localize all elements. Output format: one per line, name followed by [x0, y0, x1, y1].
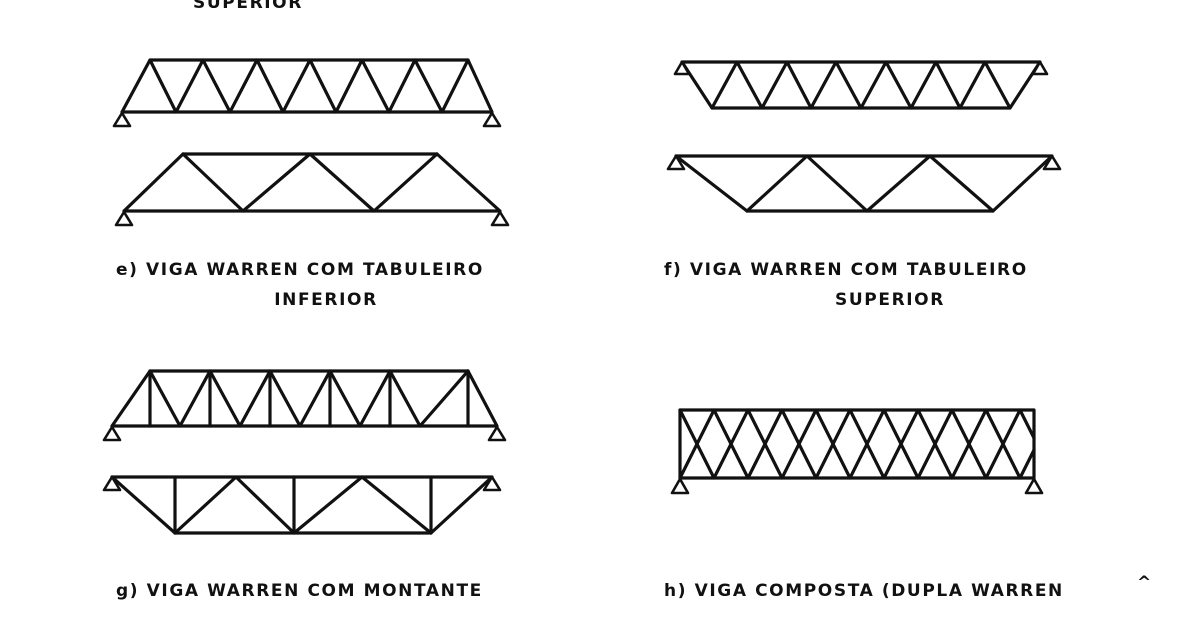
- truss-e-lower: [114, 152, 510, 227]
- pin-support-icon: [1031, 60, 1049, 76]
- pin-support-icon: [673, 60, 691, 76]
- truss-e-lower-diagonals: [181, 152, 439, 213]
- pin-support-icon: [487, 425, 507, 442]
- truss-g-lower-diagonals: [173, 475, 433, 535]
- truss-e-lower-outline: [122, 152, 502, 213]
- pin-support-icon: [102, 425, 122, 442]
- pin-support-icon: [1042, 154, 1062, 171]
- pin-support-icon: [114, 210, 134, 227]
- truss-g-upper-verticals: [148, 369, 470, 428]
- truss-h-diagonals-b: [678, 408, 1036, 480]
- truss-f-upper: [673, 60, 1049, 110]
- truss-e-upper: [112, 58, 502, 128]
- label-top-cut: SUPERIOR: [193, 0, 303, 13]
- truss-f-lower: [666, 154, 1062, 213]
- truss-f-upper-outline: [680, 60, 1042, 110]
- label-e-line2: INFERIOR: [274, 290, 378, 310]
- pin-support-icon: [112, 111, 132, 128]
- pin-support-icon: [666, 154, 686, 171]
- pin-support-icon: [670, 477, 690, 495]
- truss-h: [670, 408, 1044, 495]
- truss-f-lower-diagonals: [745, 154, 995, 213]
- truss-f-lower-outline: [674, 154, 1054, 213]
- truss-h-outline: [678, 408, 1036, 480]
- label-h: h) VIGA COMPOSTA (DUPLA WARREN: [664, 581, 1064, 601]
- label-e-line1: e) VIGA WARREN COM TABULEIRO: [116, 260, 484, 280]
- label-h-caret: ^: [1137, 573, 1153, 593]
- pin-support-icon: [482, 111, 502, 128]
- truss-g-lower-verticals: [173, 475, 433, 535]
- label-g: g) VIGA WARREN COM MONTANTE: [116, 581, 483, 601]
- pin-support-icon: [102, 475, 122, 492]
- truss-g-upper-diagonals: [148, 369, 470, 428]
- pin-support-icon: [482, 475, 502, 492]
- truss-e-upper-diagonals: [148, 58, 470, 114]
- pin-support-icon: [1024, 477, 1044, 495]
- label-f-line1: f) VIGA WARREN COM TABULEIRO: [664, 260, 1028, 280]
- pin-support-icon: [490, 210, 510, 227]
- truss-f-upper-diagonals: [710, 60, 1012, 110]
- truss-g-lower: [102, 475, 502, 535]
- truss-g-upper: [102, 369, 507, 442]
- label-f-line2: SUPERIOR: [835, 290, 945, 310]
